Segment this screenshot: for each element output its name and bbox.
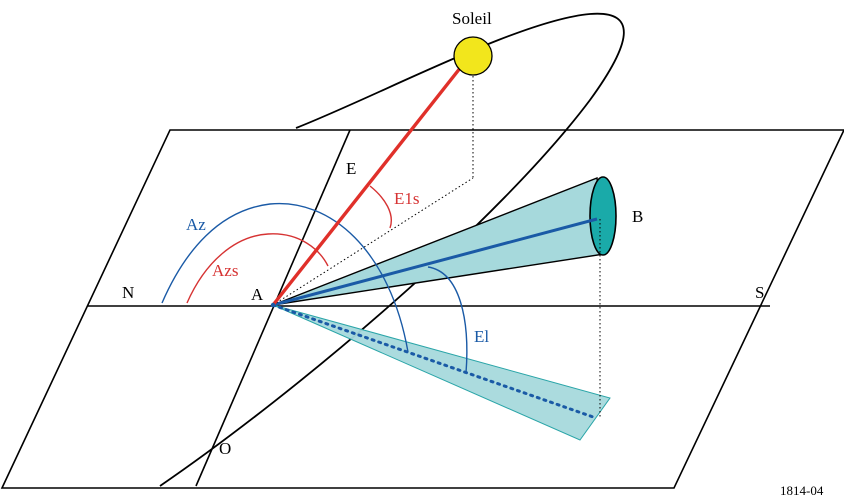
- south-label: S: [755, 283, 764, 302]
- west-label: O: [219, 439, 231, 458]
- north-label: N: [122, 283, 134, 302]
- azimuth-label: Az: [186, 215, 206, 234]
- sun: [453, 36, 493, 76]
- ground-plane: [0, 129, 844, 489]
- azimuth-sun-label: Azs: [212, 261, 238, 280]
- elevation-arc: [427, 266, 468, 374]
- sun-ground-projection: [272, 177, 474, 306]
- east-west-line: [195, 129, 351, 487]
- sun-ray: [271, 51, 474, 307]
- figure-ref: 1814-04: [780, 483, 824, 498]
- point-b-label: B: [632, 207, 643, 226]
- point-a-marker: [270, 302, 276, 308]
- elevation-sun-label: E1s: [394, 189, 420, 208]
- antenna-beam-face: [589, 176, 617, 256]
- point-a-label: A: [251, 285, 264, 304]
- beam-projection-axis: [271, 303, 598, 420]
- azimuth-arc: [161, 202, 409, 353]
- elevation-sun-arc: [369, 185, 392, 229]
- beam-projection: [272, 304, 611, 441]
- sun-label: Soleil: [452, 9, 492, 28]
- antenna-beam-axis: [272, 217, 598, 307]
- elevation-label: El: [474, 327, 489, 346]
- east-label: E: [346, 159, 356, 178]
